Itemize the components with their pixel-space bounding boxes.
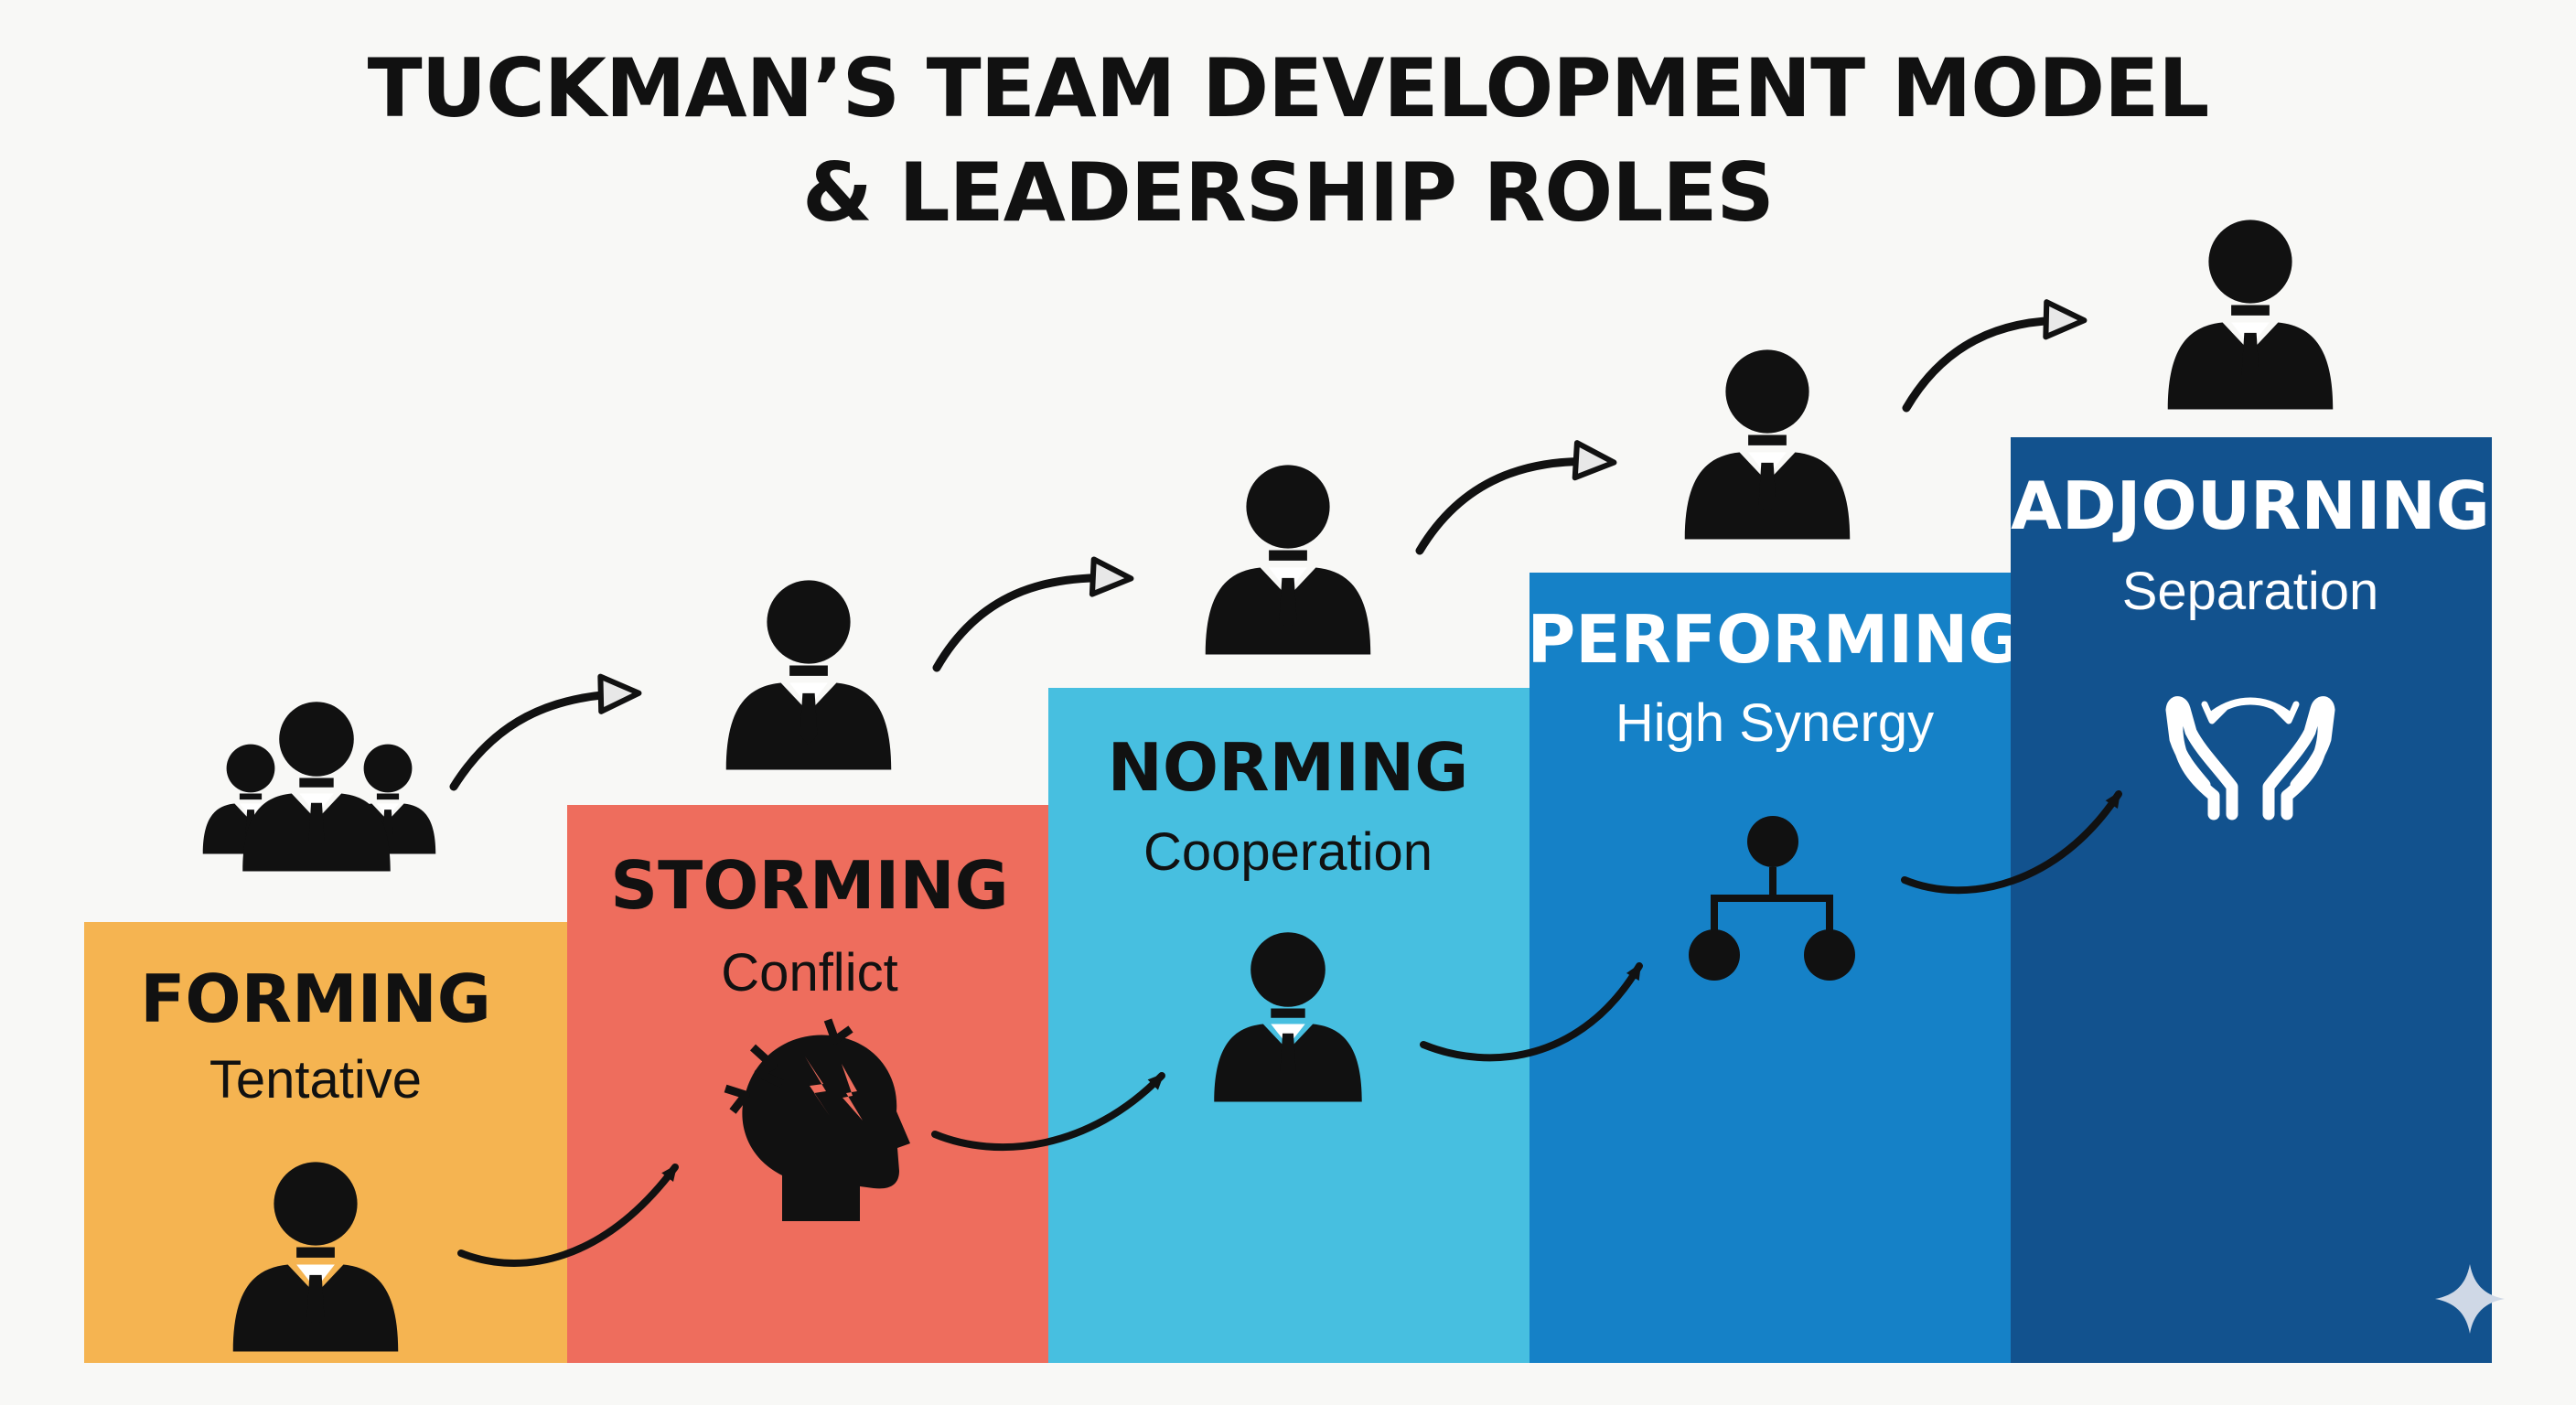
- hands-separation-icon: [2165, 696, 2335, 820]
- conflict-head-icon: [724, 1018, 910, 1221]
- storming-leader-icon: [725, 580, 892, 770]
- stage-adjourning-name: ADJOURNING: [2011, 467, 2490, 544]
- lower-arrow-2: [931, 1072, 1165, 1151]
- stage-performing-subtitle: High Synergy: [1615, 693, 1934, 753]
- stage-storming-name: STORMING: [610, 847, 1008, 924]
- sparkle-icon: [2435, 1264, 2505, 1334]
- lower-arrow-3: [1420, 962, 1643, 1062]
- upper-arrow-2: [932, 556, 1134, 672]
- team-group-icon: [202, 702, 436, 872]
- stage-norming-subtitle: Cooperation: [1143, 822, 1433, 882]
- stage-storming: STORMING Conflict: [567, 805, 1048, 1363]
- upper-arrow-1: [449, 673, 642, 791]
- stage-performing-name: PERFORMING: [1527, 601, 2022, 678]
- stage-adjourning: ADJOURNING Separation: [2011, 437, 2492, 1363]
- stage-norming: NORMING Cooperation: [1048, 688, 1530, 1363]
- stage-forming-subtitle: Tentative: [209, 1050, 422, 1110]
- diagram-title: TUCKMAN’S TEAM DEVELOPMENT MODEL & LEADE…: [0, 37, 2576, 245]
- lower-arrow-4: [1901, 790, 2122, 895]
- norming-leader-icon: [1205, 465, 1371, 655]
- stage-forming: FORMING Tentative: [84, 922, 567, 1363]
- stage-performing-block: [1530, 573, 2011, 1363]
- stage-adjourning-block: [2011, 437, 2492, 1363]
- stage-storming-subtitle: Conflict: [721, 943, 897, 1003]
- lower-arrow-1: [457, 1164, 679, 1267]
- upper-arrow-3: [1415, 440, 1617, 555]
- title-line-1: TUCKMAN’S TEAM DEVELOPMENT MODEL: [367, 41, 2210, 135]
- stage-norming-name: NORMING: [1108, 729, 1469, 806]
- stage-adjourning-subtitle: Separation: [2122, 562, 2379, 621]
- upper-arrow-4: [1902, 299, 2088, 413]
- title-line-2: & LEADERSHIP ROLES: [802, 145, 1775, 240]
- stage-forming-name: FORMING: [140, 960, 491, 1037]
- performing-leader-icon: [1684, 349, 1851, 540]
- stage-performing: PERFORMING High Synergy: [1527, 573, 2023, 1363]
- hierarchy-icon: [1689, 816, 1855, 981]
- adjourning-leader-icon: [2167, 220, 2334, 410]
- upper-progression-arrows: [449, 299, 2088, 791]
- lower-progression-arrows: [457, 790, 2122, 1267]
